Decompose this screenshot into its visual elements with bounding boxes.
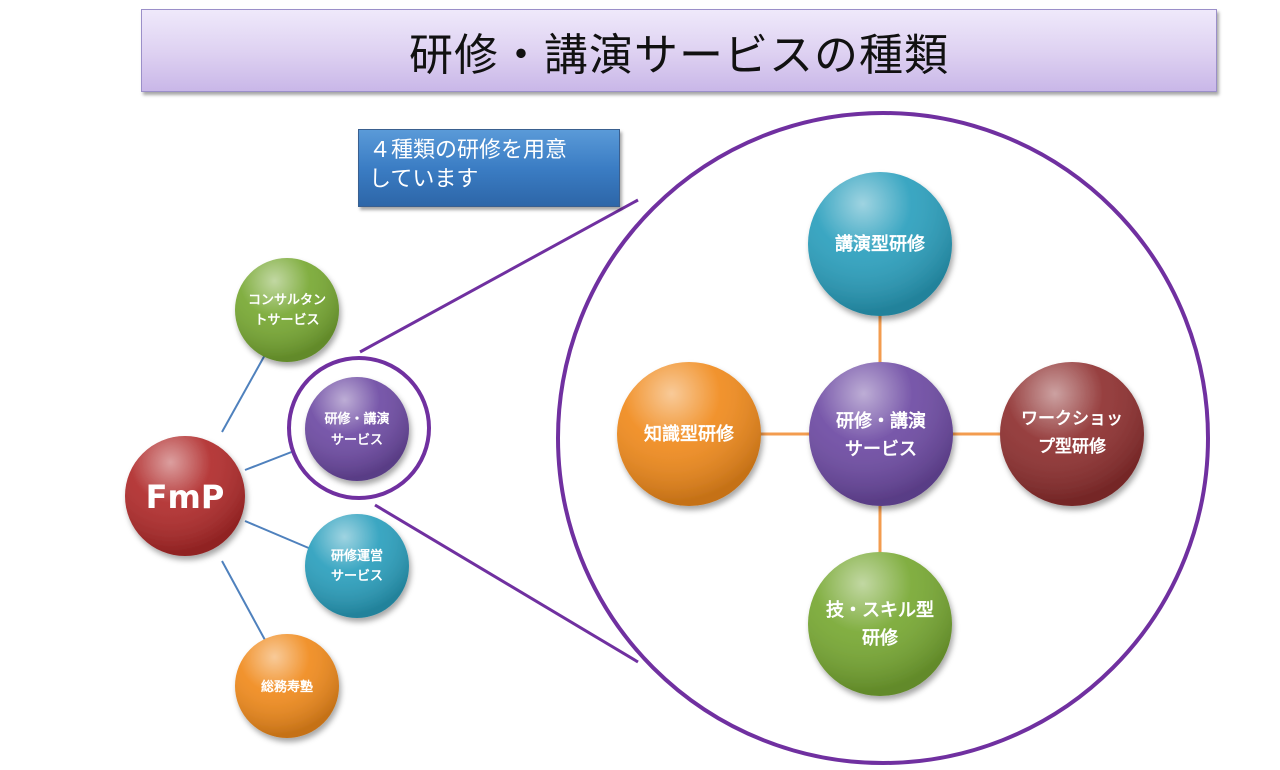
connector-fmp-consulting	[221, 352, 267, 433]
node-workshop-label-1: ワークショッ	[1021, 409, 1123, 429]
node-fmp: FmP	[125, 436, 245, 556]
node-center-label-1: 研修・講演	[836, 410, 926, 432]
node-knowledge-label: 知識型研修	[644, 423, 735, 445]
node-fmp-label: FmP	[146, 478, 225, 516]
zoom-line-top	[359, 198, 639, 354]
node-training-small: 研修・講演 サービス	[305, 377, 409, 481]
node-lecture-label: 講演型研修	[835, 233, 926, 255]
connector-fmp-soumu	[221, 560, 266, 641]
node-knowledge: 知識型研修	[617, 362, 761, 506]
connector-fmp-operation	[244, 520, 312, 550]
node-workshop: ワークショッ プ型研修	[1000, 362, 1144, 506]
info-note-line-2: しています	[369, 167, 479, 192]
node-training-small-label-1: 研修・講演	[324, 411, 389, 427]
node-soumu: 総務寿塾	[235, 634, 339, 738]
info-note: ４種類の研修を用意 しています	[358, 129, 620, 207]
node-consulting: コンサルタン トサービス	[235, 258, 339, 362]
node-training-small-label-2: サービス	[331, 432, 383, 448]
node-lecture: 講演型研修	[808, 172, 952, 316]
node-operation-label-1: 研修運営	[331, 548, 383, 564]
node-consulting-label-1: コンサルタン	[248, 293, 326, 308]
zoom-line-bottom	[374, 503, 639, 664]
node-skill: 技・スキル型 研修	[808, 552, 952, 696]
node-operation: 研修運営 サービス	[305, 514, 409, 618]
node-skill-label-1: 技・スキル型	[826, 599, 934, 621]
node-center: 研修・講演 サービス	[809, 362, 953, 506]
node-soumu-label: 総務寿塾	[261, 679, 313, 695]
node-center-label-2: サービス	[845, 439, 917, 460]
node-skill-label-2: 研修	[862, 627, 899, 649]
node-operation-label-2: サービス	[331, 568, 383, 584]
info-note-line-1: ４種類の研修を用意	[369, 138, 568, 163]
node-consulting-label-2: トサービス	[254, 312, 319, 328]
title-banner: 研修・講演サービスの種類	[141, 9, 1217, 92]
page-title: 研修・講演サービスの種類	[409, 29, 949, 81]
node-workshop-label-2: プ型研修	[1038, 436, 1107, 457]
